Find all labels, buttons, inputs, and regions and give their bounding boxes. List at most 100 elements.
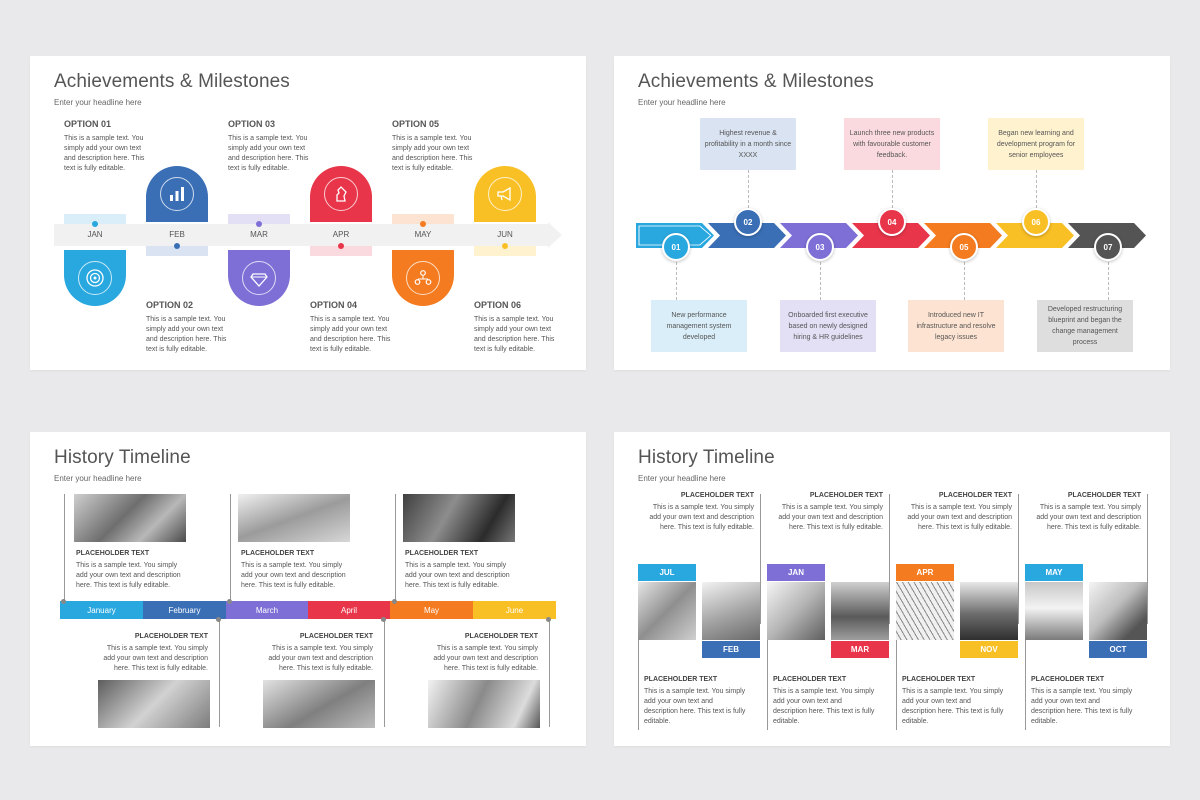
option-label: OPTION 03 <box>228 119 276 129</box>
jan-strip <box>64 214 126 224</box>
month-march: March <box>226 601 308 619</box>
connector <box>892 170 893 208</box>
connector <box>748 170 749 208</box>
entry-text: This is a sample text. You simply add yo… <box>241 562 346 589</box>
handshake-photo <box>403 494 515 542</box>
timeline-dot <box>420 221 426 227</box>
slide-title: History Timeline <box>638 447 775 468</box>
may-strip <box>392 214 454 224</box>
timeline-dot <box>227 599 232 604</box>
step-number: 02 <box>734 208 762 236</box>
timeline-dot <box>174 243 180 249</box>
jun-strip <box>474 246 536 256</box>
slide-title: Achievements & Milestones <box>638 71 874 92</box>
conference-room-photo <box>831 582 889 640</box>
connector <box>1147 494 1148 624</box>
connector <box>820 262 821 300</box>
option-05-badge <box>392 250 454 306</box>
slide-subtitle: Enter your headline here <box>54 98 142 107</box>
target-icon <box>78 261 112 295</box>
option-text: This is a sample text. You simply add yo… <box>228 135 309 172</box>
step-06-box: Began new learning and development progr… <box>988 118 1084 170</box>
slide-title: History Timeline <box>54 447 191 468</box>
entry-text: This is a sample text. You simply add yo… <box>1031 688 1133 725</box>
history-entry: PLACEHOLDER TEXT This is a sample text. … <box>76 550 188 591</box>
connector <box>395 494 396 602</box>
option-05: OPTION 05 This is a sample text. You sim… <box>392 119 482 174</box>
timeline-dot <box>546 617 551 622</box>
history-entry: PLACEHOLDER TEXT This is a sample text. … <box>405 550 517 591</box>
history-entry: PLACEHOLDER TEXT This is a sample text. … <box>773 676 877 727</box>
connector <box>638 602 639 730</box>
entry-text: This is a sample text. You simply add yo… <box>778 504 883 531</box>
entry-text: This is a sample text. You simply add yo… <box>103 645 208 672</box>
entry-title: PLACEHOLDER TEXT <box>809 492 883 499</box>
connector <box>1025 602 1026 730</box>
option-06-badge <box>474 166 536 222</box>
team-icon <box>406 261 440 295</box>
connector <box>964 262 965 300</box>
slide-subtitle: Enter your headline here <box>638 98 726 107</box>
step-number: 05 <box>950 233 978 261</box>
step-number: 03 <box>806 233 834 261</box>
option-03: OPTION 03 This is a sample text. You sim… <box>228 119 318 174</box>
entry-title: PLACEHOLDER TEXT <box>1067 492 1141 499</box>
diamond-icon <box>242 261 276 295</box>
entry-title: PLACEHOLDER TEXT <box>134 633 208 640</box>
connector <box>1018 494 1019 624</box>
connector <box>219 619 220 727</box>
entry-title: PLACEHOLDER TEXT <box>644 676 718 683</box>
port-cranes-photo <box>1025 582 1083 640</box>
step-05-box: Introduced new IT infrastructure and res… <box>908 300 1004 352</box>
timeline-dot <box>338 243 344 249</box>
connector <box>64 494 65 602</box>
option-label: OPTION 04 <box>310 300 358 310</box>
month-label: JUN <box>497 230 513 239</box>
option-label: OPTION 06 <box>474 300 522 310</box>
timeline-dot <box>216 617 221 622</box>
history-entry: PLACEHOLDER TEXT This is a sample text. … <box>1031 676 1135 727</box>
option-02-badge <box>146 166 208 222</box>
desk-work-photo <box>638 582 696 640</box>
step-number: 07 <box>1094 233 1122 261</box>
entry-title: PLACEHOLDER TEXT <box>299 633 373 640</box>
slide-history-months[interactable]: History Timeline Enter your headline her… <box>30 432 586 746</box>
connector <box>767 602 768 730</box>
option-text: This is a sample text. You simply add yo… <box>64 135 145 172</box>
factory-photo <box>960 582 1018 640</box>
feb-strip <box>146 246 208 256</box>
connector <box>384 619 385 727</box>
laptop-typing-photo <box>238 494 350 542</box>
entry-text: This is a sample text. You simply add yo… <box>405 562 510 589</box>
connector <box>230 494 231 602</box>
month-tag: NOV <box>960 641 1018 658</box>
step-07-box: Developed restructuring blueprint and be… <box>1037 300 1133 352</box>
entry-text: This is a sample text. You simply add yo… <box>76 562 181 589</box>
month-label: APR <box>332 230 350 239</box>
history-entry: PLACEHOLDER TEXT This is a sample text. … <box>1031 492 1141 533</box>
entry-title: PLACEHOLDER TEXT <box>464 633 538 640</box>
building-photo <box>896 582 954 640</box>
entry-title: PLACEHOLDER TEXT <box>680 492 754 499</box>
option-01: OPTION 01 This is a sample text. You sim… <box>64 119 154 174</box>
month-tag: JAN <box>767 564 825 581</box>
option-06: OPTION 06 This is a sample text. You sim… <box>474 300 564 355</box>
step-number: 04 <box>878 208 906 236</box>
option-label: OPTION 05 <box>392 119 440 129</box>
month-label: MAR <box>250 230 268 239</box>
option-03-badge <box>228 250 290 306</box>
connector <box>760 494 761 624</box>
option-label: OPTION 01 <box>64 119 112 129</box>
slide-achievements-options[interactable]: Achievements & Milestones Enter your hea… <box>30 56 586 370</box>
month-may: May <box>390 601 473 619</box>
month-label: FEB <box>169 230 185 239</box>
option-02: OPTION 02 This is a sample text. You sim… <box>146 300 236 355</box>
entry-text: This is a sample text. You simply add yo… <box>268 645 373 672</box>
team-discussion-photo <box>98 680 210 728</box>
timeline-dot <box>92 221 98 227</box>
slide-achievements-steps[interactable]: Achievements & Milestones Enter your hea… <box>614 56 1170 370</box>
month-label: MAY <box>414 230 432 239</box>
slide-history-photos[interactable]: History Timeline Enter your headline her… <box>614 432 1170 746</box>
timeline-arrow <box>54 222 562 248</box>
slide-subtitle: Enter your headline here <box>54 474 142 483</box>
